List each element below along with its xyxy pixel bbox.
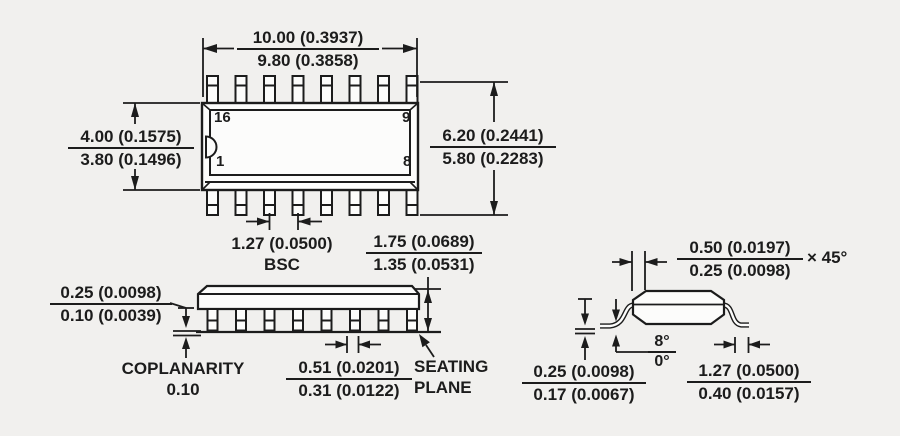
dim-lead-pitch: 1.27 (0.0500) BSC — [231, 234, 333, 274]
end-view — [600, 289, 749, 329]
top-view-body — [200, 101, 420, 192]
dim-body-width: 4.00 (0.1575) 3.80 (0.1496) — [68, 126, 194, 170]
pin-number-1: 1 — [216, 153, 225, 170]
side-view — [196, 284, 441, 334]
dim-foot-length: 1.27 (0.0500) 0.40 (0.0157) — [687, 360, 811, 404]
pin1-notch — [205, 135, 218, 159]
dim-chamfer: 0.50 (0.0197) 0.25 (0.0098) — [677, 237, 803, 281]
dim-lead-thickness: 0.25 (0.0098) 0.17 (0.0067) — [522, 361, 646, 405]
dim-overall-width: 10.00 (0.3937) 9.80 (0.3858) — [237, 27, 379, 71]
dim-package-height: 1.75 (0.0689) 1.35 (0.0531) — [366, 231, 482, 275]
label-coplanarity: COPLANARITY 0.10 — [121, 359, 245, 399]
dim-foot-angle: 8° 0° — [648, 333, 676, 371]
dim-standoff: 0.25 (0.0098) 0.10 (0.0039) — [50, 282, 172, 326]
pin-number-16: 16 — [214, 109, 231, 126]
chamfer-angle-suffix: × 45° — [807, 248, 848, 267]
dim-lead-span: 6.20 (0.2441) 5.80 (0.2283) — [430, 125, 556, 169]
pin-number-9: 9 — [402, 109, 411, 126]
label-seating-plane: SEATING PLANE — [414, 357, 489, 397]
pin-number-8: 8 — [403, 153, 412, 170]
arrowheads — [131, 44, 760, 349]
dim-lead-width: 0.51 (0.0201) 0.31 (0.0122) — [286, 357, 412, 401]
